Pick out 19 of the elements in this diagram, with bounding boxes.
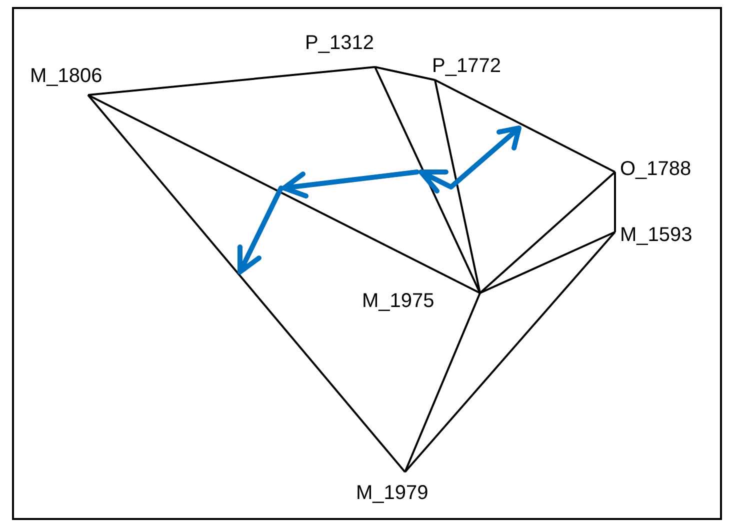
edge-line [434,79,616,173]
vertex-label: O_1788 [620,157,692,181]
edge-line [88,66,376,96]
vertex-label: P_1772 [432,54,501,78]
vertex-label: P_1312 [305,31,374,55]
edge-line [374,66,481,294]
edge-line [374,66,436,81]
edge-line [480,231,616,294]
edge-line [434,80,481,294]
vertex-label: M_1979 [356,481,428,505]
vertex-label: M_1593 [620,223,692,247]
edge-line [404,231,616,473]
edge-line [479,171,616,294]
vertex-label: M_1975 [362,289,434,313]
edge-line [614,172,616,232]
edge-line [88,94,480,294]
edge-line [404,292,481,472]
edge-line [87,94,406,473]
vertex-label: M_1806 [30,64,102,88]
